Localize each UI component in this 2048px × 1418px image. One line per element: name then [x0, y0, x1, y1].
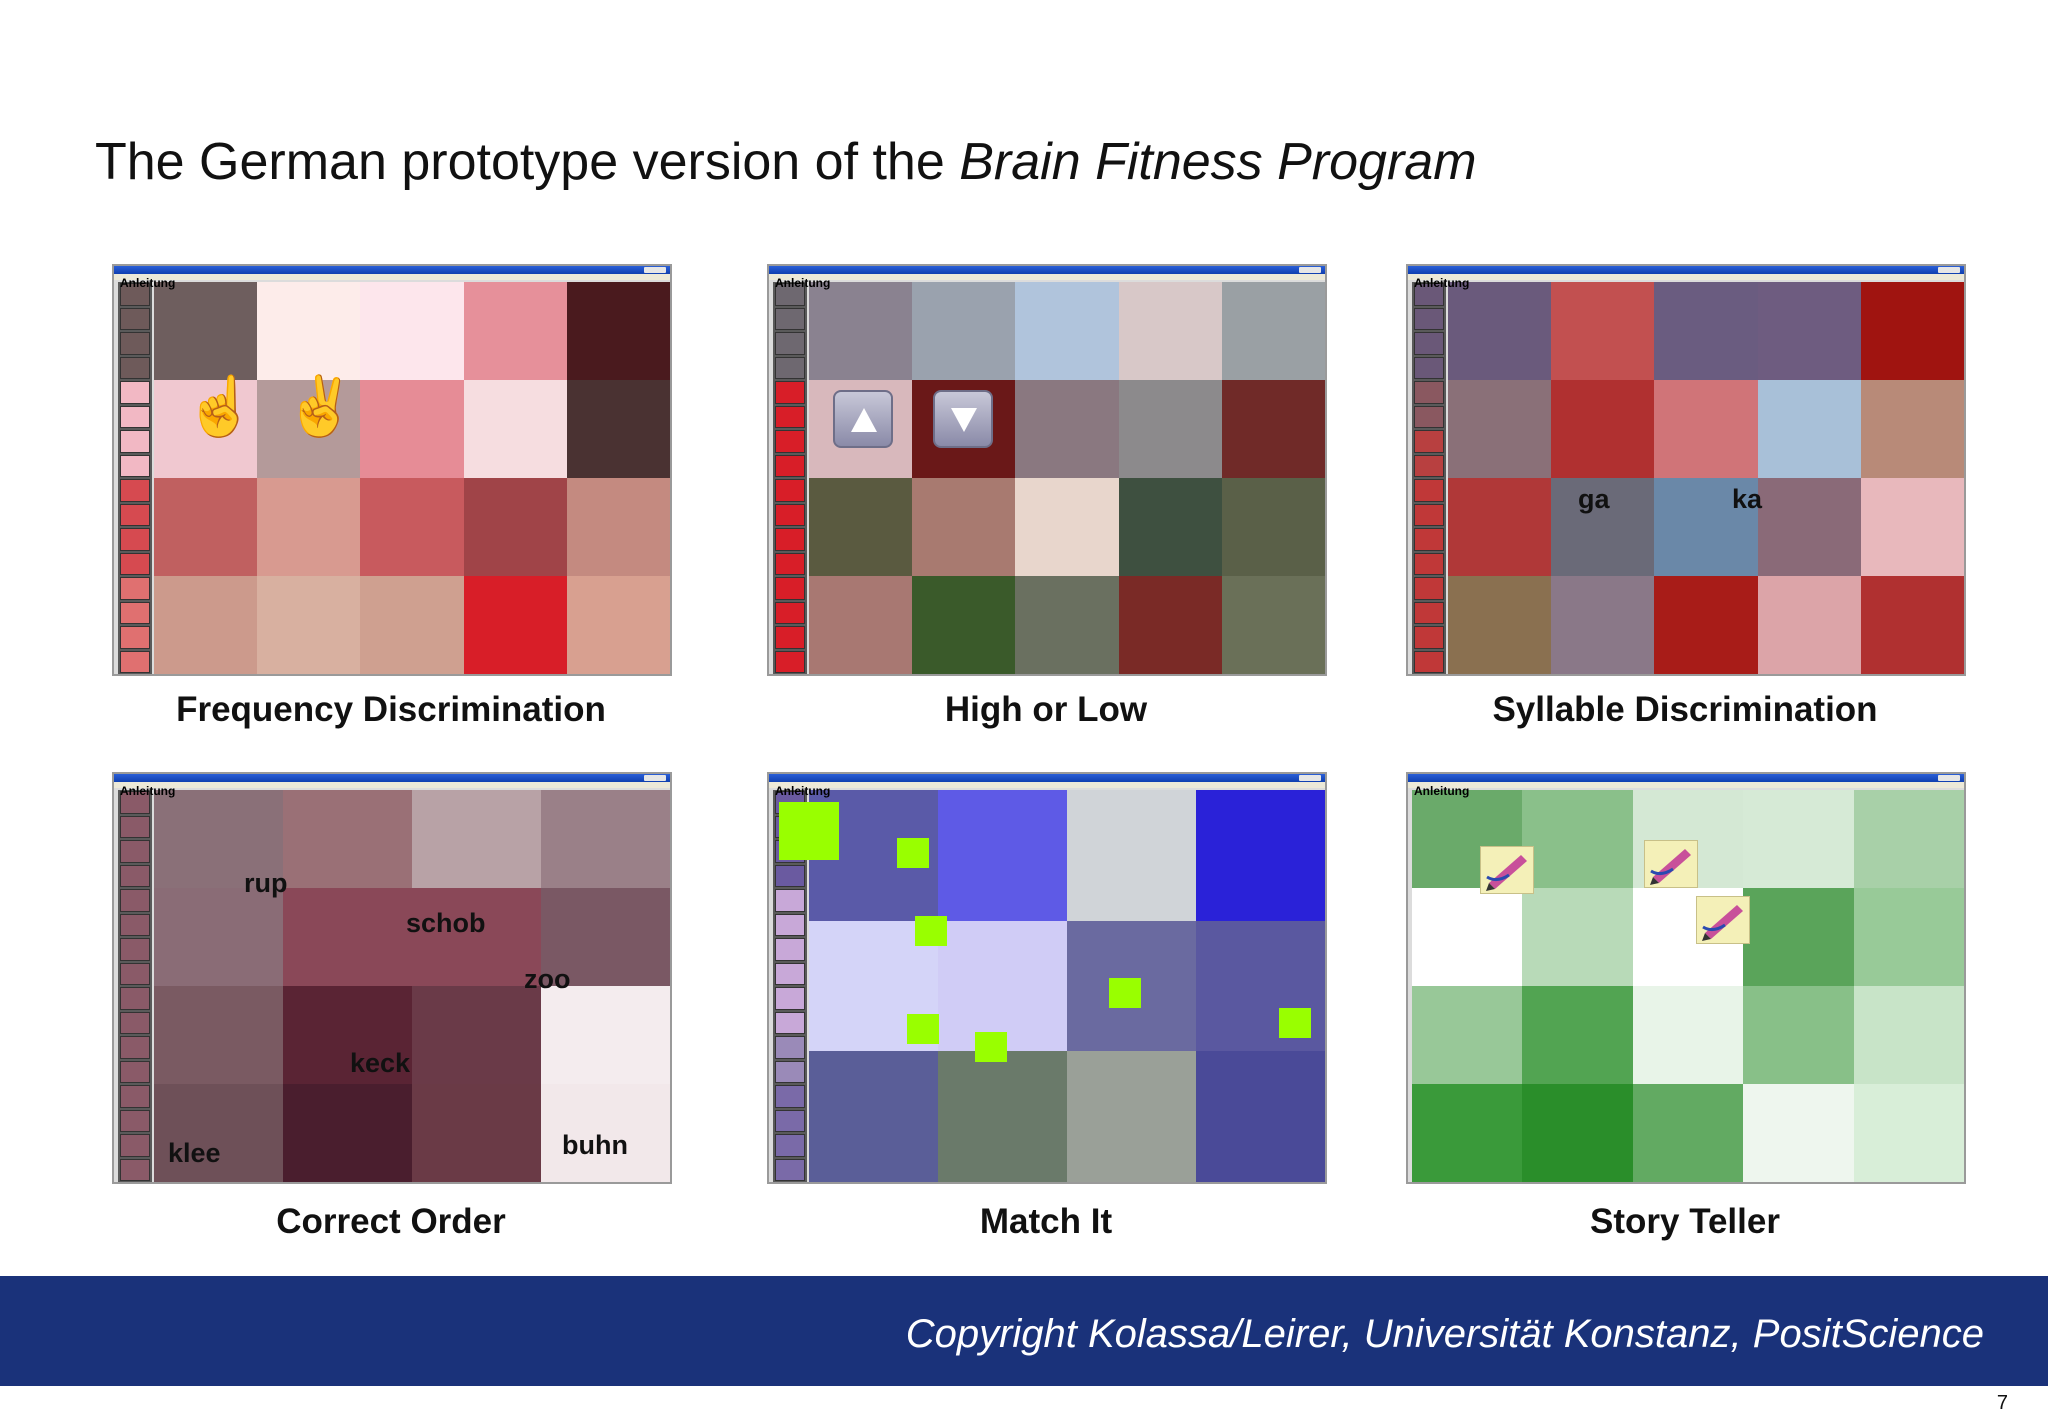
- caption-frequency-discrimination: Frequency Discrimination: [176, 690, 606, 729]
- game-board: [809, 790, 1325, 1182]
- down-arrow-icon: [951, 408, 977, 432]
- window-menubar: [114, 274, 670, 280]
- window-buttons: [644, 267, 666, 273]
- word-keck[interactable]: keck: [350, 1048, 411, 1078]
- game-board: [154, 282, 670, 674]
- word-zoo[interactable]: zoo: [524, 964, 571, 994]
- window-titlebar: [114, 774, 670, 782]
- progress-sidebar: [1412, 282, 1446, 674]
- window-titlebar: [769, 774, 1325, 782]
- match-square[interactable]: [897, 838, 929, 868]
- match-square[interactable]: [907, 1014, 939, 1044]
- instructions-label: Anleitung: [775, 784, 831, 798]
- up-arrow-button[interactable]: [833, 390, 893, 448]
- caption-story-teller: Story Teller: [1590, 1202, 1780, 1241]
- caption-match-it: Match It: [979, 1202, 1113, 1241]
- caption-syllable-discrimination: Syllable Discrimination: [1492, 690, 1878, 729]
- game-board: [154, 790, 670, 1182]
- instructions-label: Anleitung: [1414, 784, 1470, 798]
- pen-writing-icon[interactable]: [1644, 840, 1698, 888]
- up-arrow-icon: [851, 408, 877, 432]
- window-buttons: [1938, 267, 1960, 273]
- match-square[interactable]: [915, 916, 947, 946]
- down-arrow-button[interactable]: [933, 390, 993, 448]
- window-buttons: [1938, 775, 1960, 781]
- caption-high-or-low: High or Low: [944, 690, 1148, 729]
- page-number: 7: [1996, 1392, 2008, 1414]
- one-finger-hand-icon[interactable]: ☝: [184, 374, 257, 439]
- window-menubar: [769, 274, 1325, 280]
- caption-correct-order: Correct Order: [276, 1202, 506, 1241]
- slide-title-program: Brain Fitness Program: [959, 133, 1477, 191]
- pen-writing-icon[interactable]: [1696, 896, 1750, 944]
- window-titlebar: [769, 266, 1325, 274]
- slide-title-main: The German prototype version of the: [95, 133, 960, 191]
- frequency-discrimination-screenshot: Anleitung ☝ ✌: [112, 264, 672, 676]
- match-square[interactable]: [975, 1032, 1007, 1062]
- victory-hand-icon[interactable]: ✌: [284, 374, 357, 439]
- game-board: [1448, 282, 1964, 674]
- window-titlebar: [1408, 774, 1964, 782]
- instructions-label: Anleitung: [120, 276, 176, 290]
- window-menubar: [114, 782, 670, 788]
- window-buttons: [644, 775, 666, 781]
- copyright-text: Copyright Kolassa/Leirer, Universität Ko…: [905, 1312, 1984, 1356]
- progress-sidebar: [773, 282, 807, 674]
- slide-title: The German prototype version of the Brai…: [95, 132, 1477, 192]
- instructions-label: Anleitung: [775, 276, 831, 290]
- pen-writing-icon[interactable]: [1480, 846, 1534, 894]
- window-buttons: [1299, 775, 1321, 781]
- word-buhn[interactable]: buhn: [562, 1130, 628, 1160]
- footer-bar: Copyright Kolassa/Leirer, Universität Ko…: [0, 1276, 2048, 1386]
- word-schob[interactable]: schob: [406, 908, 486, 938]
- high-or-low-screenshot: Anleitung: [767, 264, 1327, 676]
- match-square[interactable]: [1109, 978, 1141, 1008]
- story-teller-screenshot: Anleitung: [1406, 772, 1966, 1184]
- match-square[interactable]: [779, 802, 839, 860]
- instructions-label: Anleitung: [120, 784, 176, 798]
- window-menubar: [1408, 274, 1964, 280]
- match-it-screenshot: Anleitung: [767, 772, 1327, 1184]
- window-menubar: [1408, 782, 1964, 788]
- syllable-discrimination-screenshot: Anleitung ga ka: [1406, 264, 1966, 676]
- word-klee[interactable]: klee: [168, 1138, 221, 1168]
- word-rup[interactable]: rup: [244, 868, 288, 898]
- window-menubar: [769, 782, 1325, 788]
- syllable-ka[interactable]: ka: [1732, 484, 1763, 514]
- progress-sidebar: [118, 282, 152, 674]
- correct-order-screenshot: Anleitung rup schob zoo keck klee buhn: [112, 772, 672, 1184]
- syllable-ga[interactable]: ga: [1578, 484, 1610, 514]
- window-titlebar: [1408, 266, 1964, 274]
- window-buttons: [1299, 267, 1321, 273]
- window-titlebar: [114, 266, 670, 274]
- game-board: [809, 282, 1325, 674]
- instructions-label: Anleitung: [1414, 276, 1470, 290]
- progress-sidebar: [118, 790, 152, 1182]
- match-square[interactable]: [1279, 1008, 1311, 1038]
